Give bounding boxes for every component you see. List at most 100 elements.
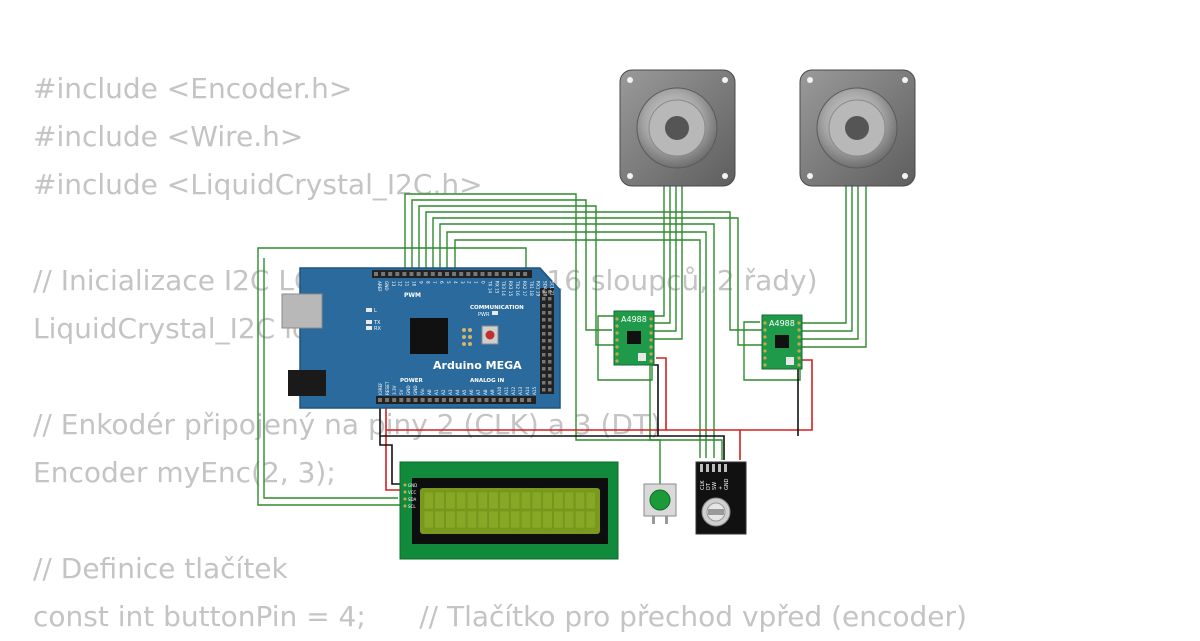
encoder-pin-dt: DT: [706, 482, 712, 490]
header-pin: [409, 272, 414, 276]
header-pin: [548, 325, 552, 329]
power-label: POWER: [400, 378, 424, 384]
header-pin: [548, 339, 552, 343]
header-pin: [542, 353, 546, 357]
power-jack: [288, 370, 326, 396]
wires-green: [257, 185, 867, 506]
header-pin: [542, 388, 546, 392]
lcd-cell: [520, 491, 531, 510]
header-pin: [542, 325, 546, 329]
pin-label: RX 15: [494, 281, 499, 294]
pin-label: 7: [432, 281, 437, 284]
lcd-pin-scl: SCL: [408, 504, 416, 509]
pin-label: 2: [467, 281, 472, 284]
wire: [418, 205, 614, 346]
lcd-cell: [542, 491, 553, 510]
header-pin: [445, 272, 449, 276]
wire: [411, 199, 612, 331]
wire: [432, 217, 764, 346]
lcd-cell: [445, 491, 456, 510]
code-line: const int buttonPin = 4; // Tlačítko pro…: [33, 600, 967, 633]
header-pin: [548, 290, 552, 294]
wire-black: [380, 435, 725, 460]
header-pin: [430, 272, 435, 276]
lcd-cell: [423, 510, 434, 529]
header-pin: [487, 272, 492, 276]
header-pin: [392, 398, 397, 402]
header-pin: [494, 272, 499, 276]
wire: [597, 315, 653, 381]
wire-red: [656, 357, 667, 430]
header-pin: [441, 398, 446, 402]
pin-label: 3.3V: [392, 385, 397, 395]
lcd-cell: [499, 510, 510, 529]
wire: [263, 258, 398, 499]
header-pin: [452, 272, 457, 276]
header-pin: [427, 398, 432, 402]
code-line: #include <Encoder.h>: [33, 72, 353, 105]
lcd-pin-vcc: VCC: [408, 490, 417, 495]
header-pin: [463, 398, 468, 402]
wire: [800, 185, 859, 340]
a4988-driver-1: A4988: [613, 310, 655, 366]
header-pin: [542, 367, 546, 371]
lcd-cell: [456, 510, 467, 529]
header-pin: [399, 398, 404, 402]
right-header-pins: [542, 290, 552, 392]
pin-label: A3: [448, 389, 453, 395]
wire-red: [740, 359, 813, 431]
wire-red: [386, 429, 741, 460]
pin-label: SCL 21: [550, 281, 555, 296]
header-pin: [456, 398, 461, 402]
wire: [649, 360, 661, 484]
driver-1-label: A4988: [621, 315, 647, 324]
code-line: // Definice tlačítek: [33, 552, 288, 585]
mcu-chip: [410, 318, 448, 354]
lcd-cell: [434, 491, 445, 510]
lcd-cell: [488, 491, 499, 510]
pin-label: SDA 20: [543, 281, 548, 297]
header-pin: [548, 388, 552, 392]
pin-label: 1: [474, 281, 479, 284]
pwm-label: PWM: [404, 292, 421, 299]
header-pin: [381, 272, 386, 276]
icsp-header: [462, 328, 472, 346]
pin-label: 0: [481, 281, 486, 284]
board-name: Arduino MEGA: [433, 359, 522, 372]
header-pin: [542, 339, 546, 343]
led-rx-label: RX: [374, 326, 381, 332]
header-pin: [542, 381, 546, 385]
header-pin: [548, 332, 552, 336]
pin-label: 3: [460, 281, 465, 284]
header-pin: [548, 353, 552, 357]
lcd-pin-gnd: GND: [408, 483, 417, 488]
header-pin: [512, 398, 517, 402]
led-l-label: L: [374, 308, 377, 314]
header-pin: [466, 272, 471, 276]
lcd-cell: [553, 510, 564, 529]
pin-label: A9: [490, 389, 495, 395]
push-button: [643, 483, 677, 524]
arduino-mega-board: Arduino MEGA PWM COMMUNICATION PWR L TX …: [281, 267, 561, 409]
header-pin: [459, 272, 464, 276]
stepper-motor-1: [619, 69, 736, 187]
pin-label: A14: [525, 386, 530, 395]
encoder-pin-gnd: GND: [724, 478, 730, 490]
lcd-cell: [445, 510, 456, 529]
code-line: Encoder myEnc(2, 3);: [33, 456, 336, 489]
wire: [743, 321, 801, 381]
lcd-cell: [434, 510, 445, 529]
header-pin: [548, 367, 552, 371]
header-pin: [520, 398, 524, 402]
analog-label: ANALOG IN: [470, 378, 505, 384]
bottom-header-pins: [378, 398, 532, 402]
header-pin: [542, 374, 546, 378]
pin-label: 12: [398, 281, 403, 287]
wire: [800, 185, 853, 332]
wire: [800, 185, 847, 324]
lcd-cell: [531, 491, 542, 510]
header-pin: [480, 272, 485, 276]
encoder-pin-sw: SW: [712, 482, 718, 490]
header-pin: [406, 398, 411, 402]
lcd-cell: [477, 491, 488, 510]
